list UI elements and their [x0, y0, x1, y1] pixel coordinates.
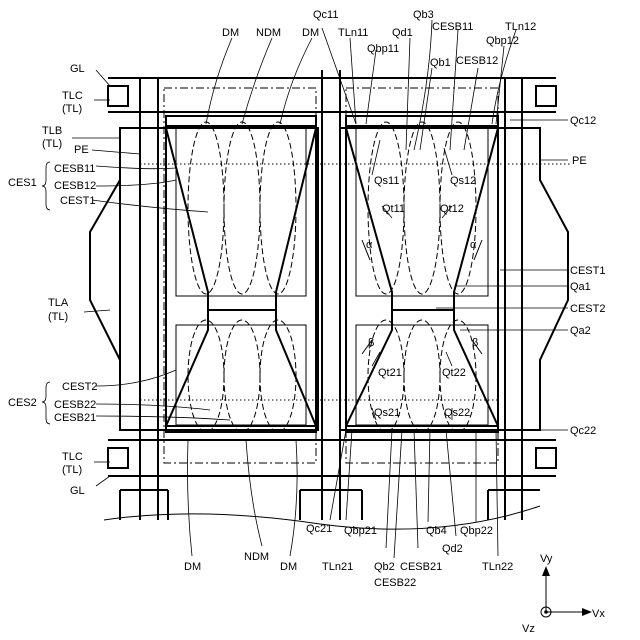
label-dm-top-right: DM [302, 27, 319, 39]
pixel-electrode-right [340, 128, 568, 430]
label-qs12: Qs12 [450, 175, 476, 187]
label-beta-right: β [472, 337, 478, 349]
label-qd2: Qd2 [442, 543, 463, 555]
label-tl-tlc-top: (TL) [62, 103, 82, 115]
label-qbp11: Qbp11 [367, 43, 399, 55]
label-qs11: Qs11 [374, 175, 399, 187]
label-dm-bottom-right: DM [280, 561, 297, 573]
label-qc11: Qc11 [313, 9, 338, 21]
label-tl-tlc-bottom: (TL) [62, 464, 82, 476]
ces1-brace [42, 162, 50, 210]
label-qb2: Qb2 [374, 561, 395, 573]
label-dm-top-left: DM [222, 27, 239, 39]
label-qt11: Qt11 [382, 203, 405, 215]
label-cesb11-left: CESB11 [54, 163, 95, 175]
coordinate-axes: Vy Vx Vz [522, 553, 605, 635]
label-qt12: Qt12 [440, 203, 464, 215]
label-qc21: Qc21 [306, 523, 332, 535]
domain-ellipses-upper [188, 122, 476, 294]
leader-lines [72, 20, 568, 558]
ces2-brace [42, 382, 50, 424]
label-tln22: TLn22 [482, 561, 513, 573]
label-pe-right: PE [572, 155, 587, 167]
label-qb4: Qb4 [426, 525, 447, 537]
label-alpha-right: α [470, 239, 477, 251]
gate-line-top [108, 78, 556, 112]
label-cest1-left: CEST1 [60, 195, 95, 207]
label-qb3: Qb3 [413, 9, 434, 21]
label-qs22: Qs22 [444, 407, 470, 419]
label-qs21: Qs21 [374, 407, 400, 419]
label-vx: Vx [592, 608, 605, 620]
label-cesb12-left: CESB12 [54, 180, 96, 192]
label-qb1: Qb1 [430, 57, 451, 69]
label-gl-bottom: GL [70, 485, 85, 497]
label-dm-bottom-left: DM [184, 561, 201, 573]
label-qt21: Qt21 [378, 367, 402, 379]
label-qa2: Qa2 [570, 325, 591, 337]
label-qc12: Qc12 [570, 115, 596, 127]
label-cesb22-bottom: CESB22 [374, 577, 416, 589]
domain-ellipses-lower [188, 320, 476, 432]
label-tla: TLA [48, 297, 69, 309]
label-cest1-right: CEST1 [570, 265, 605, 277]
label-qd1: Qd1 [392, 27, 413, 39]
pixel-structure [90, 70, 570, 529]
label-tlc-bottom: TLC [62, 451, 83, 463]
label-qbp21: Qbp21 [344, 525, 377, 537]
label-qa1: Qa1 [570, 281, 591, 293]
labels: DM NDM DM Qc11 Qb3 TLn12 TLn11 Qd1 CESB1… [8, 9, 605, 589]
label-gl-top: GL [70, 63, 85, 75]
label-tlc-top: TLC [62, 90, 83, 102]
label-qbp22: Qbp22 [460, 525, 493, 537]
label-tl-tlb: (TL) [42, 138, 62, 150]
label-cesb21-left: CESB21 [54, 412, 96, 424]
label-cest2-right: CEST2 [570, 303, 605, 315]
label-tl-tla: (TL) [48, 311, 68, 323]
label-cest2-left: CEST2 [62, 381, 97, 393]
signal-lines [140, 70, 522, 520]
label-cesb21-bottom: CESB21 [400, 561, 442, 573]
gate-line-bottom [108, 440, 556, 476]
label-tln11: TLn11 [338, 27, 368, 39]
label-qt22: Qt22 [442, 367, 466, 379]
label-cesb12-top: CESB12 [456, 55, 498, 67]
label-alpha-left: α [366, 239, 373, 251]
label-ces1: CES1 [8, 177, 37, 189]
label-vz: Vz [522, 623, 535, 635]
label-pe-left: PE [74, 144, 89, 156]
label-tln21: TLn21 [322, 561, 353, 573]
label-cesb11-top: CESB11 [432, 21, 473, 33]
label-qbp12: Qbp12 [486, 35, 519, 47]
label-cesb22-left: CESB22 [54, 399, 96, 411]
bottom-connectors [120, 490, 540, 520]
label-vy: Vy [540, 553, 553, 565]
electrode-frames-right [346, 116, 498, 432]
label-qc22: Qc22 [570, 425, 596, 437]
label-ndm-bottom: NDM [244, 551, 269, 563]
label-ndm-top: NDM [256, 27, 281, 39]
trunk-lines-right [346, 128, 498, 426]
label-tln12: TLn12 [505, 21, 536, 33]
label-ces2: CES2 [8, 397, 37, 409]
label-beta-left: β [368, 337, 374, 349]
label-tlb: TLB [42, 125, 62, 137]
